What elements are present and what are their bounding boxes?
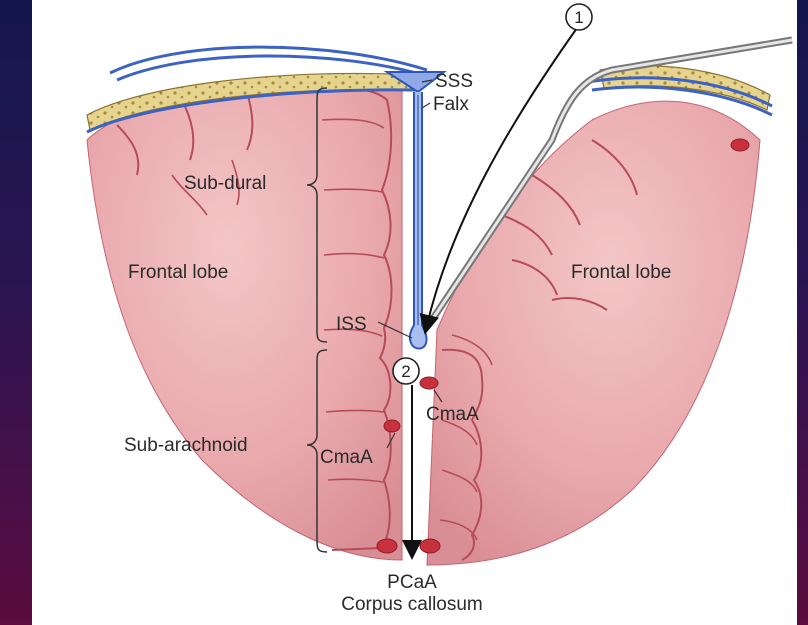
sss-label: SSS [435,71,473,92]
step-2-label: 2 [401,362,410,381]
interhemispheric-approach-diagram: 1 2 SSS Falx Sub-dural Frontal lobe Fron… [32,0,797,625]
step-1-marker: 1 [566,4,592,30]
diagram-panel: 1 2 SSS Falx Sub-dural Frontal lobe Fron… [32,0,797,625]
cmaa-left-artery [384,420,400,432]
pcaa-right-artery [420,539,440,553]
cmaa-right-artery [420,377,438,389]
falx-label: Falx [433,94,469,115]
right-hemisphere [427,101,760,565]
cmaa-left-label: CmaA [320,447,373,468]
sub-dural-label: Sub-dural [184,173,266,194]
pcaa-left-artery [377,539,397,553]
surface-artery [731,139,749,151]
step-2-marker: 2 [393,358,419,384]
iss-label: ISS [336,314,367,335]
sub-arachnoid-label: Sub-arachnoid [124,435,248,456]
cmaa-right-label: CmaA [426,404,479,425]
frontal-lobe-right-label: Frontal lobe [571,262,671,283]
corpus-callosum-label: Corpus callosum [341,594,483,615]
step-1-label: 1 [574,8,583,27]
pcaa-label: PCaA [387,572,437,593]
frontal-lobe-left-label: Frontal lobe [128,262,228,283]
